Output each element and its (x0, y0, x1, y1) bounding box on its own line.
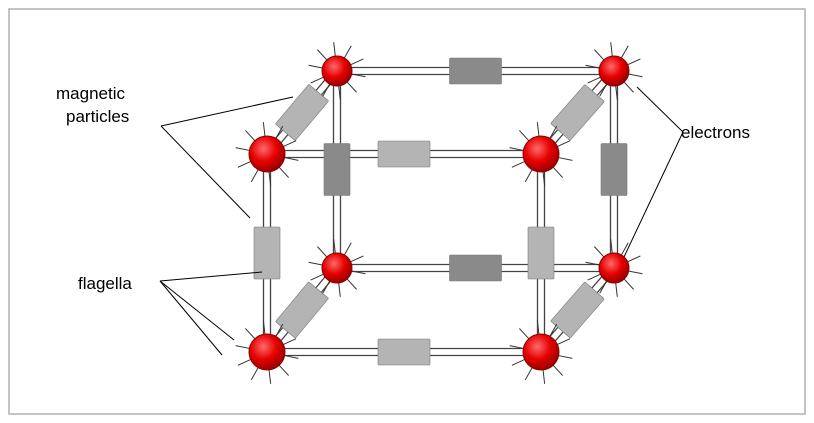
leader-line (160, 125, 251, 219)
magnetic-particle (323, 143, 351, 196)
leader-line (636, 86, 684, 133)
label-magnetic: magnetic (56, 84, 125, 103)
electron-node (585, 239, 643, 297)
magnetic-particles (253, 57, 628, 366)
electron-nodes (235, 42, 643, 384)
electron-node (308, 239, 366, 297)
electron-node (509, 122, 573, 186)
leader-line (159, 280, 223, 356)
electron-node (235, 122, 299, 186)
electron-node (585, 42, 643, 100)
magnetic-particle (449, 254, 502, 282)
magnetic-particle (600, 143, 628, 196)
magnetic-particle (527, 226, 555, 280)
magnetic-particle (275, 281, 329, 339)
leader-line (160, 96, 294, 127)
magnetic-particle (550, 84, 605, 141)
leader-line (159, 271, 263, 282)
leader-lines (159, 86, 684, 356)
label-flagella: flagella (78, 274, 132, 293)
magnetic-particle (253, 226, 281, 280)
magnetic-particle (377, 140, 431, 168)
leader-line (623, 131, 684, 258)
magnetic-particle (449, 57, 502, 85)
electron-node (235, 320, 299, 384)
magnetic-particle (377, 338, 431, 366)
magnetic-particle (275, 84, 329, 141)
electron-node (509, 320, 573, 384)
electron-node (308, 42, 366, 100)
magnetic-particle (550, 281, 605, 339)
label-electrons: electrons (681, 123, 750, 142)
leader-line (159, 280, 235, 341)
label-particles: particles (66, 107, 129, 126)
